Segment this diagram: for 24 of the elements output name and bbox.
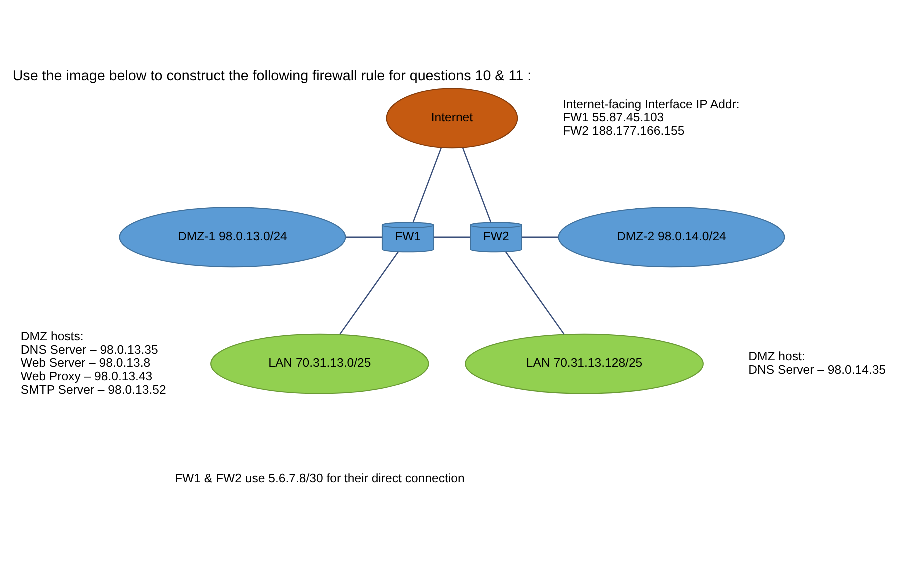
connector bbox=[412, 147, 442, 222]
connector bbox=[346, 236, 382, 238]
connector bbox=[462, 147, 492, 222]
connector bbox=[522, 236, 559, 238]
node-ellipse: DMZ-1 98.0.13.0/24 bbox=[119, 206, 346, 268]
diagram-title: Use the image below to construct the following firewall rule for questions 10 & 11 : bbox=[12, 68, 532, 84]
node-ellipse: LAN 70.31.13.128/25 bbox=[465, 333, 704, 394]
connector bbox=[340, 251, 399, 334]
node-label: FW1 55.87.45.103 bbox=[562, 110, 664, 124]
node-label: FW2 188.177.166.155 bbox=[562, 123, 685, 138]
node-label: Web Server – 98.0.13.8 bbox=[20, 356, 151, 370]
node-label: SMTP Server – 98.0.13.52 bbox=[20, 382, 166, 396]
label: FW1 & FW2 use 5.6.7.8/30 for their direct connection bbox=[175, 471, 465, 486]
node-label: Web Proxy – 98.0.13.43 bbox=[20, 369, 153, 384]
node-label: DMZ host: bbox=[748, 349, 806, 364]
connector bbox=[434, 236, 470, 238]
connector bbox=[506, 251, 565, 334]
node-label: Internet-facing Interface IP Addr: bbox=[562, 96, 740, 111]
node-ellipse: LAN 70.31.13.0/25 bbox=[210, 333, 430, 394]
node-ellipse: Internet bbox=[386, 88, 518, 148]
node-ellipse: DMZ-2 98.0.14.0/24 bbox=[558, 206, 786, 268]
node-label: DMZ hosts: bbox=[20, 329, 84, 344]
node-label: DNS Server – 98.0.13.35 bbox=[20, 342, 158, 356]
node-label: DNS Server – 98.0.14.35 bbox=[748, 362, 886, 376]
